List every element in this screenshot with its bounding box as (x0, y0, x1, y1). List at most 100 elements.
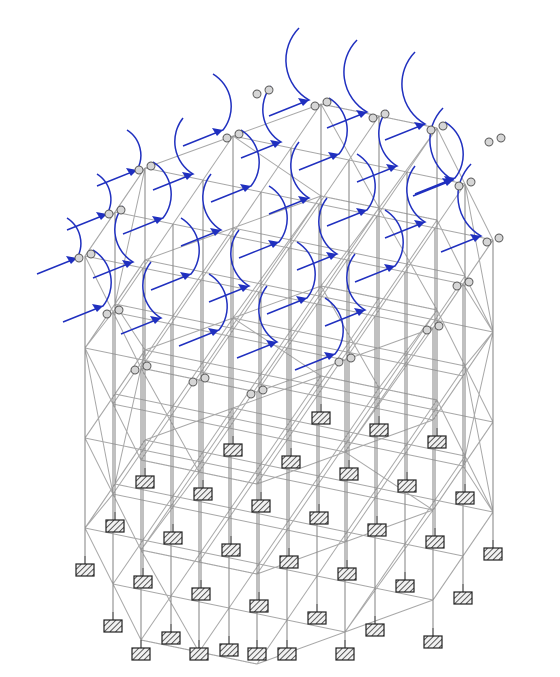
beam (112, 449, 144, 495)
moment-arrowhead (96, 212, 107, 220)
perimeter-beam (232, 195, 322, 229)
support-block (249, 599, 269, 613)
hinge-node (454, 181, 464, 191)
beam (404, 499, 436, 545)
beam (200, 327, 232, 373)
perimeter-beam (344, 419, 434, 453)
beam (142, 495, 174, 541)
beam (376, 397, 436, 411)
beam (200, 417, 232, 463)
beam (434, 183, 466, 229)
perimeter-beam (140, 639, 200, 653)
beam (202, 317, 234, 363)
beam (200, 279, 260, 293)
moment-arrow (384, 165, 427, 239)
perimeter-beam (464, 183, 494, 241)
beam (406, 399, 438, 445)
beam (230, 463, 262, 509)
brace (378, 127, 438, 209)
beam (114, 393, 174, 407)
perimeter-beam (436, 399, 466, 457)
beam (260, 463, 320, 477)
beam (142, 267, 202, 281)
beam (404, 543, 464, 557)
hinge-node (104, 209, 114, 219)
brace (84, 493, 114, 529)
beam (142, 539, 202, 553)
beam (316, 303, 376, 317)
perimeter-beam (144, 227, 234, 261)
beam (228, 473, 260, 519)
beam (172, 223, 232, 237)
moment-arrowhead (442, 178, 453, 186)
beam (290, 147, 350, 161)
beam (256, 439, 288, 485)
support-block (131, 647, 151, 661)
beam (288, 475, 320, 521)
hinge-node (258, 385, 268, 395)
support-block (277, 647, 297, 661)
brace (140, 471, 200, 551)
hinge-node (452, 281, 462, 291)
beam (376, 263, 408, 309)
moment-arrowhead (152, 216, 163, 224)
perimeter-beam (112, 493, 142, 551)
moment-arrowhead (238, 284, 249, 292)
hinge-node (422, 325, 432, 335)
perimeter-beam (112, 311, 142, 369)
support-block (453, 591, 473, 605)
beam (142, 405, 174, 451)
perimeter-beam (462, 511, 494, 557)
beam (374, 363, 406, 409)
beam (228, 517, 288, 531)
beam (406, 353, 466, 367)
support-block (75, 563, 95, 577)
beam (200, 371, 260, 385)
beam (374, 407, 434, 421)
beam (260, 373, 320, 387)
moment-arrowhead (268, 240, 279, 248)
moment-arrow (440, 163, 483, 253)
hinge-node (130, 365, 140, 375)
beam (346, 441, 406, 455)
moment-arrow (62, 249, 112, 323)
perimeter-beam (462, 421, 494, 467)
beam (84, 255, 144, 269)
moment-arrow (414, 121, 464, 195)
support-block (395, 579, 415, 593)
beam (374, 543, 406, 589)
beam (404, 271, 464, 285)
beam (318, 385, 378, 399)
support-block (163, 531, 183, 545)
moment-arrowhead (240, 184, 251, 192)
hinge-node (434, 321, 444, 331)
beam (376, 307, 436, 321)
beam (170, 505, 230, 519)
beam (258, 339, 290, 385)
beam (260, 147, 292, 193)
hinge-node (426, 125, 436, 135)
moment-arrowhead (324, 352, 335, 360)
beam (346, 307, 378, 353)
beam (374, 497, 434, 511)
support-block (103, 619, 123, 633)
beam (318, 341, 350, 387)
space-frame (84, 103, 494, 665)
perimeter-beam (378, 207, 438, 221)
beam (348, 297, 380, 343)
support-block (425, 535, 445, 549)
beam (198, 517, 230, 563)
beam (144, 439, 204, 453)
beam (230, 373, 262, 419)
beam (348, 115, 380, 161)
beam (260, 239, 292, 285)
hinge-node (116, 205, 126, 215)
perimeter-beam (432, 555, 464, 601)
beam (230, 191, 262, 237)
perimeter-beam (112, 583, 142, 641)
beam (288, 385, 320, 431)
beam (230, 283, 262, 329)
beam (230, 235, 290, 249)
beam (316, 575, 376, 589)
support-block (397, 479, 417, 493)
